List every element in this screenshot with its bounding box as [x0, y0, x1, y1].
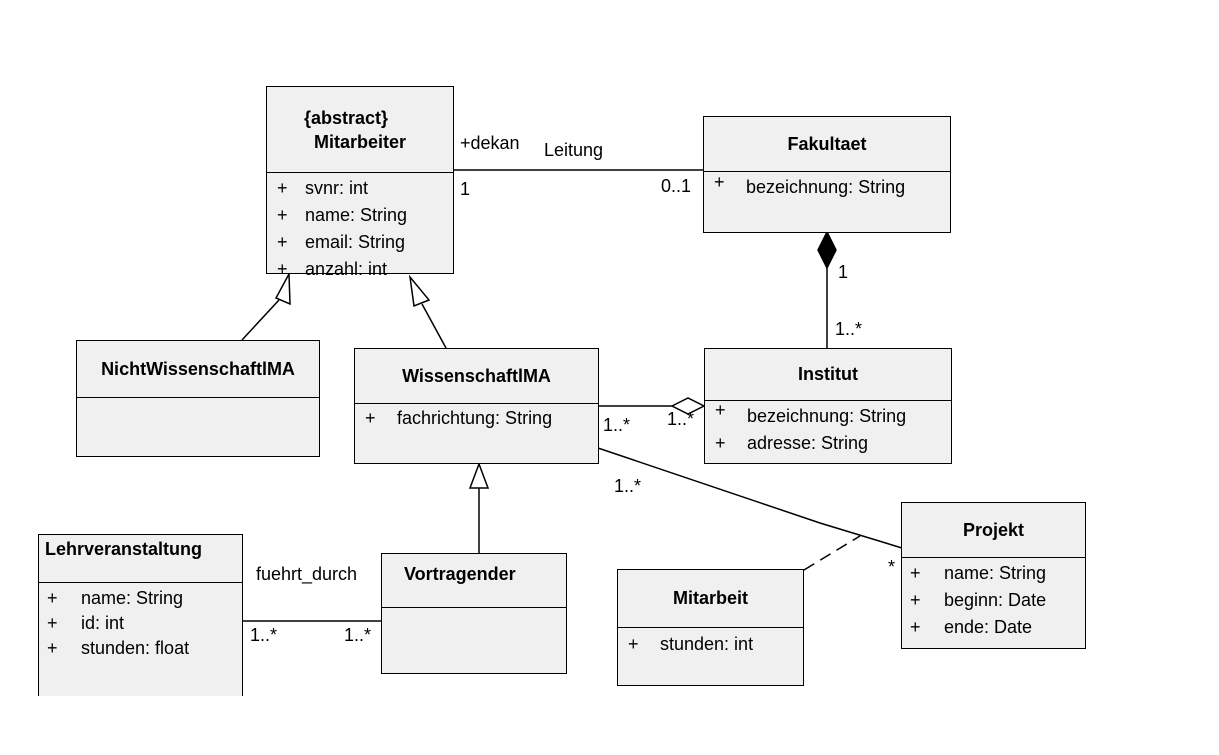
projekt-association-line	[597, 447, 903, 549]
class-mitarbeiter[interactable]: {abstract} Mitarbeiter +svnr: int +name:…	[266, 86, 454, 279]
generalization-triangle-vortr	[468, 461, 490, 489]
attribute-row: +name: String	[277, 205, 408, 225]
attribute-row: +fachrichtung: String	[365, 408, 553, 428]
multiplicity-label: 1	[460, 179, 471, 199]
multiplicity-label: 1..*	[614, 476, 642, 496]
class-name: Vortragender	[404, 564, 516, 584]
attribute-row: +name: String	[47, 588, 184, 608]
multiplicity-label: 1..*	[667, 409, 695, 429]
attribute-row: +stunden: int	[628, 634, 754, 654]
multiplicity-label: 0..1	[661, 176, 692, 196]
attribute-row: +id: int	[47, 613, 125, 633]
class-name: NichtWissenschaftlMA	[101, 358, 295, 379]
class-name: Lehrveranstaltung	[45, 539, 203, 559]
generalization-triangle-nichtwiss	[274, 271, 291, 306]
generalization-line-nichtwiss	[241, 299, 280, 341]
association-class-dashed-line	[803, 535, 861, 571]
multiplicity-label: 1..*	[835, 319, 863, 339]
class-name: Fakultaet	[787, 133, 867, 154]
multiplicity-label: 1..*	[603, 415, 631, 435]
attribute-row: +adresse: String	[715, 433, 869, 453]
class-name: Mitarbeiter	[313, 131, 407, 152]
multiplicity-label: 1..*	[250, 625, 278, 645]
attribute-row: +anzahl: int	[277, 259, 388, 279]
class-name: Projekt	[962, 519, 1025, 540]
class-projekt[interactable]: Projekt +name: String +beginn: Date +end…	[901, 502, 1086, 649]
attribute-row: +svnr: int	[277, 178, 369, 198]
generalization-line-wiss	[421, 303, 447, 349]
class-fakultaet[interactable]: Fakultaet +bezeichnung: String	[703, 116, 951, 233]
generalization-triangle-wiss	[408, 274, 431, 308]
attribute-row: +bezeichnung: String	[715, 400, 907, 426]
role-dekan-label: +dekan	[460, 133, 520, 153]
class-institut[interactable]: Institut +bezeichnung: String +adresse: …	[704, 348, 952, 464]
stereotype-abstract: {abstract}	[303, 107, 389, 128]
attribute-row: +name: String	[910, 563, 1047, 583]
multiplicity-label: *	[888, 557, 896, 577]
attribute-row: +bezeichnung: String	[714, 172, 906, 197]
attribute-row: +stunden: float	[47, 638, 190, 658]
composition-diamond	[817, 230, 837, 270]
class-mitarbeit[interactable]: Mitarbeit +stunden: int	[617, 569, 804, 686]
class-nichtwissenschaftlma[interactable]: NichtWissenschaftlMA	[76, 340, 320, 457]
attribute-row: +beginn: Date	[910, 590, 1047, 610]
class-name: WissenschaftlMA	[402, 365, 551, 386]
association-name-leitung: Leitung	[544, 140, 604, 160]
attribute-row: +email: String	[277, 232, 406, 252]
multiplicity-label: 1	[838, 262, 849, 282]
class-name: Mitarbeit	[672, 588, 748, 608]
multiplicity-label: 1..*	[344, 625, 372, 645]
attribute-row: +ende: Date	[910, 617, 1033, 637]
association-name-fuehrt-durch: fuehrt_durch	[256, 564, 358, 584]
class-vortragender[interactable]: Vortragender	[381, 553, 567, 674]
class-wissenschaftlma[interactable]: WissenschaftlMA +fachrichtung: String	[354, 348, 599, 464]
class-name: Institut	[798, 364, 858, 384]
class-lehrveranstaltung[interactable]: Lehrveranstaltung +name: String +id: int…	[38, 534, 243, 696]
